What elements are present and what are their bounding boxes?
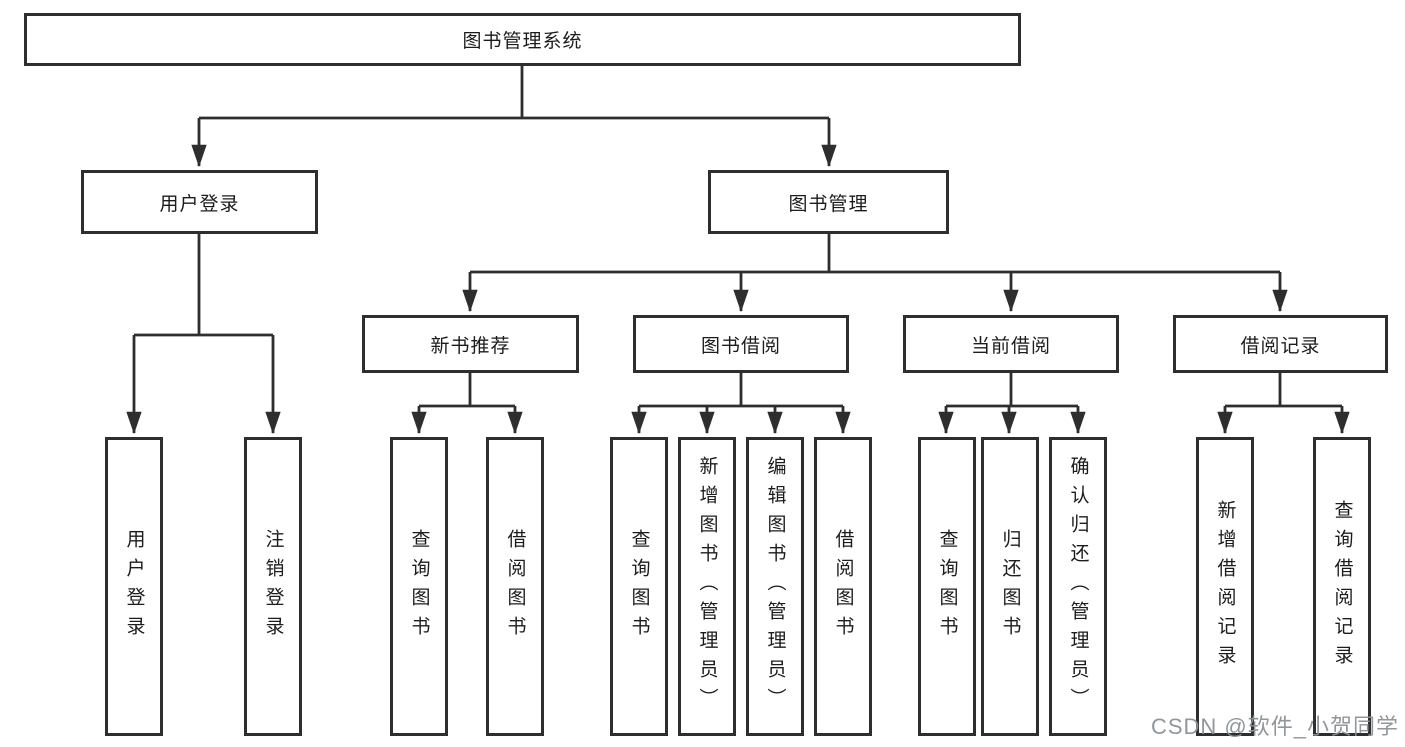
node-book-borrowing: 图书借阅 [633, 315, 849, 373]
node-current-borrowing: 当前借阅 [903, 315, 1119, 373]
leaf-label: 借阅图书 [504, 528, 526, 645]
leaf-label: 新增借阅记录 [1214, 499, 1236, 674]
leaf-label: 查询借阅记录 [1331, 499, 1353, 674]
node-borrowing-records: 借阅记录 [1173, 315, 1388, 373]
leaf-add-books-admin: 新增图书（管理员） [678, 437, 736, 736]
leaf-label: 借阅图书 [832, 528, 854, 645]
leaf-return-books: 归还图书 [981, 437, 1039, 736]
leaf-add-borrow-record: 新增借阅记录 [1196, 437, 1254, 736]
leaf-label: 注销登录 [262, 528, 284, 645]
leaf-edit-books-admin: 编辑图书（管理员） [746, 437, 804, 736]
leaf-label: 确认归还（管理员） [1067, 456, 1089, 717]
leaf-borrow-books-1: 借阅图书 [486, 437, 544, 736]
leaf-query-books-2: 查询图书 [610, 437, 668, 736]
node-user-login: 用户登录 [81, 170, 318, 234]
leaf-label: 用户登录 [123, 528, 145, 645]
leaf-query-borrow-record: 查询借阅记录 [1313, 437, 1371, 736]
leaf-logout: 注销登录 [244, 437, 302, 736]
leaf-borrow-books-2: 借阅图书 [814, 437, 872, 736]
leaf-label: 编辑图书（管理员） [764, 456, 786, 717]
watermark: CSDN @软件_小贺同学 [1150, 714, 1399, 739]
node-book-management: 图书管理 [708, 170, 949, 234]
leaf-label: 查询图书 [408, 528, 430, 645]
node-library-management-system: 图书管理系统 [24, 13, 1021, 66]
leaf-query-books-3: 查询图书 [918, 437, 976, 736]
leaf-query-books-1: 查询图书 [390, 437, 448, 736]
leaf-label: 查询图书 [628, 528, 650, 645]
leaf-label: 归还图书 [999, 528, 1021, 645]
leaf-user-login: 用户登录 [105, 437, 163, 736]
node-new-book-recommendation: 新书推荐 [362, 315, 579, 373]
leaf-label: 新增图书（管理员） [696, 456, 718, 717]
leaf-label: 查询图书 [936, 528, 958, 645]
leaf-confirm-return-admin: 确认归还（管理员） [1049, 437, 1107, 736]
